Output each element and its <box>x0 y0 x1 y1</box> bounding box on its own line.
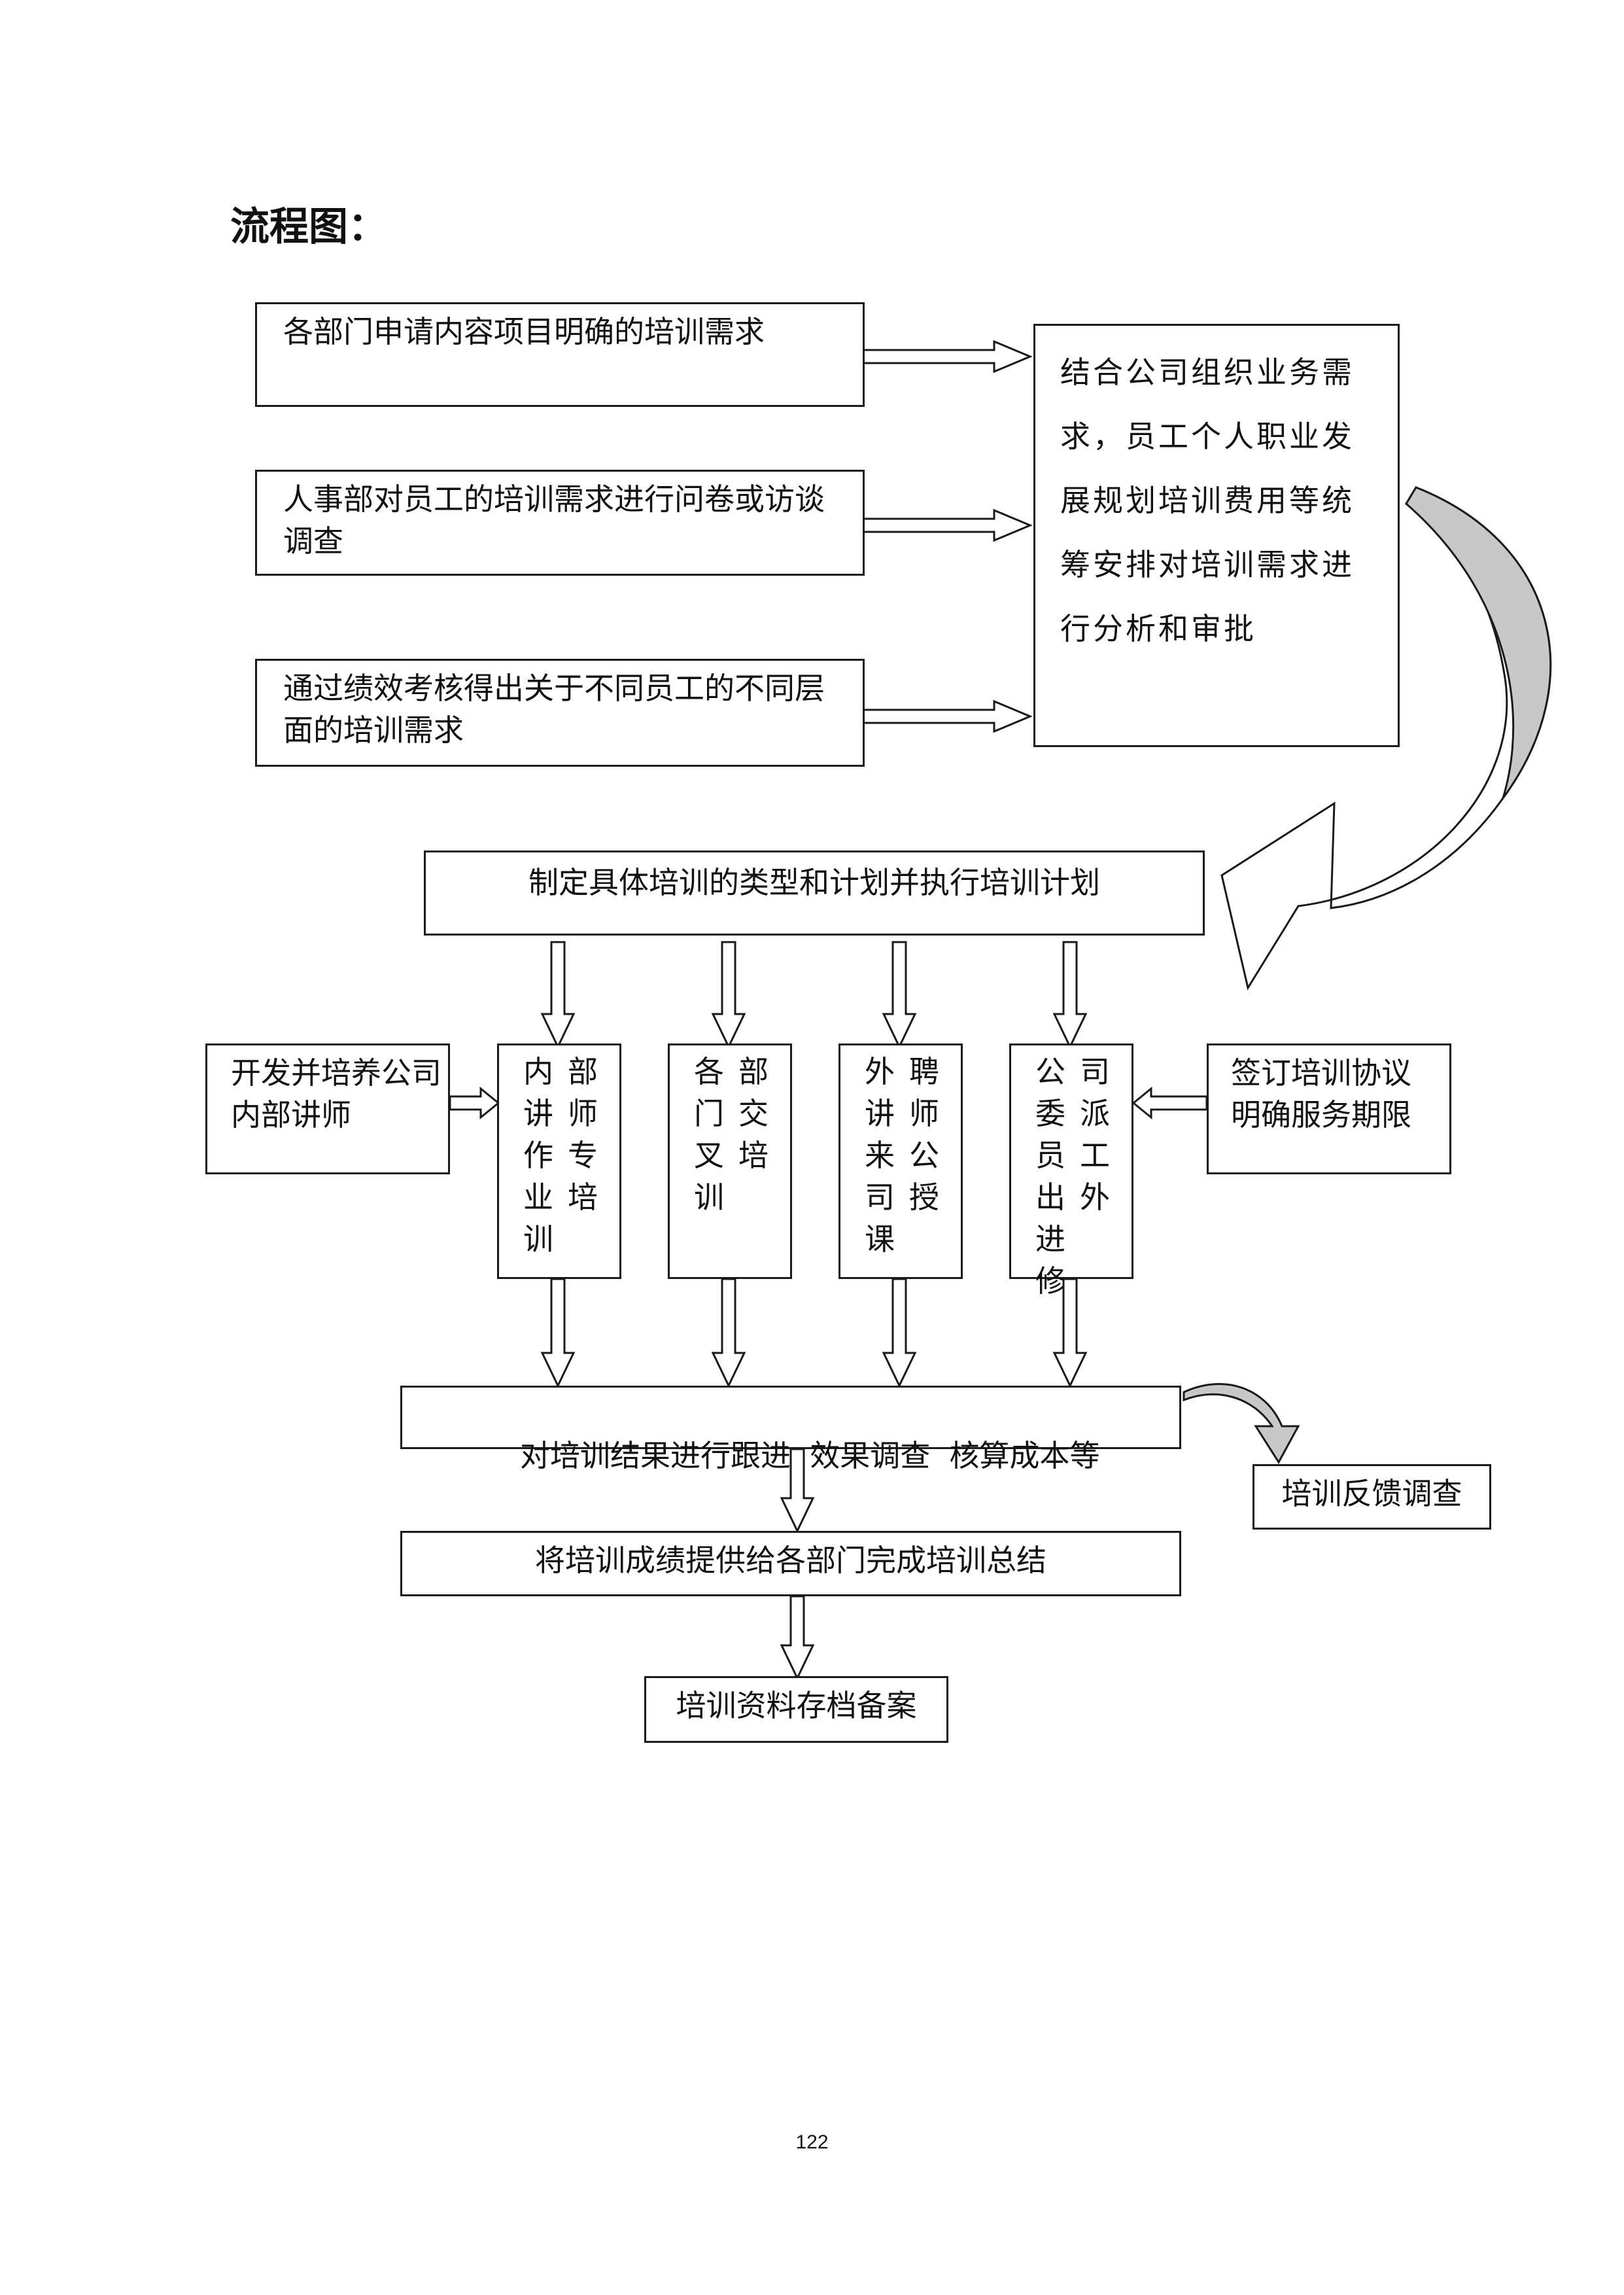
box-feedback-text: 培训反馈调查 <box>1281 1476 1462 1511</box>
external-col-1: 外讲来司课 <box>865 1054 895 1257</box>
arrows-plan-to-columns <box>540 941 1088 1049</box>
box-hr-survey: 人事部对员工的培训需求进行问卷或访谈调查 <box>255 470 865 576</box>
arrow-develop-to-internal <box>449 1086 500 1120</box>
outside-col-1: 公委员出进修 <box>1035 1054 1065 1299</box>
box-follow-up: 对培训结果进行跟进 效果调查 核算成本等 <box>400 1386 1181 1473</box>
arrow-agreement-to-outside <box>1132 1086 1208 1120</box>
external-col-2: 聘师公授 <box>909 1054 939 1215</box>
arrow-perf-to-analysis <box>862 699 1033 733</box>
box-feedback: 培训反馈调查 <box>1253 1464 1491 1530</box>
box-summary: 将培训成绩提供给各部门完成培训总结 <box>400 1531 1181 1596</box>
arrow-hr-to-analysis <box>862 508 1033 542</box>
box-plan-text: 制定具体培训的类型和计划并执行培训计划 <box>528 865 1100 900</box>
page-title: 流程图： <box>230 204 387 250</box>
box-archive-text: 培训资料存档备案 <box>676 1688 917 1723</box>
box-internal-training: 内讲作业训 部师专培 <box>497 1043 621 1279</box>
curved-arrow-analysis-to-plan <box>1220 486 1552 990</box>
box-summary-text: 将培训成绩提供给各部门完成培训总结 <box>535 1543 1046 1578</box>
arrows-columns-to-followup <box>540 1278 1088 1388</box>
box-cross-dept-training: 各门叉训 部交培 <box>668 1043 792 1279</box>
box-plan: 制定具体培训的类型和计划并执行培训计划 <box>424 850 1205 936</box>
box-develop-trainers-text: 开发并培养公司内部讲师 <box>231 1055 441 1132</box>
arrow-summary-to-archive <box>780 1595 815 1681</box>
box-dept-request-text: 各部门申请内容项目明确的培训需求 <box>283 314 765 349</box>
outside-col-2: 司派工外 <box>1080 1054 1110 1215</box>
cross-col-1: 各门叉训 <box>694 1054 724 1215</box>
arrow-dept-to-analysis <box>862 340 1033 374</box>
curved-arrow-followup-to-feedback <box>1183 1383 1300 1464</box>
page-number: 122 <box>795 2131 829 2153</box>
box-performance-text: 通过绩效考核得出关于不同员工的不同层面的培训需求 <box>283 671 825 748</box>
box-sign-agreement-text: 签订培训协议明确服务期限 <box>1231 1055 1411 1132</box>
internal-col-2: 部师专培 <box>568 1054 598 1215</box>
box-performance: 通过绩效考核得出关于不同员工的不同层面的培训需求 <box>255 659 865 767</box>
box-hr-survey-text: 人事部对员工的培训需求进行问卷或访谈调查 <box>283 482 825 559</box>
box-archive: 培训资料存档备案 <box>644 1676 948 1743</box>
box-outside-study: 公委员出进修 司派工外 <box>1009 1043 1133 1299</box>
box-analysis-text: 结合公司组织业务需求，员工个人职业发展规划培训费用等统筹安排对培训需求进行分析和… <box>1060 355 1355 646</box>
cross-col-2: 部交培 <box>738 1054 769 1173</box>
box-follow-up-text: 对培训结果进行跟进 效果调查 核算成本等 <box>520 1438 1100 1473</box>
box-sign-agreement: 签订培训协议明确服务期限 <box>1207 1043 1451 1174</box>
internal-col-1: 内讲作业训 <box>523 1054 553 1257</box>
box-analysis: 结合公司组织业务需求，员工个人职业发展规划培训费用等统筹安排对培训需求进行分析和… <box>1033 324 1400 747</box>
box-dept-request: 各部门申请内容项目明确的培训需求 <box>255 302 865 407</box>
box-external-lecturer: 外讲来司课 聘师公授 <box>838 1043 963 1279</box>
arrow-followup-to-summary <box>780 1448 815 1533</box>
box-develop-trainers: 开发并培养公司内部讲师 <box>205 1043 450 1174</box>
